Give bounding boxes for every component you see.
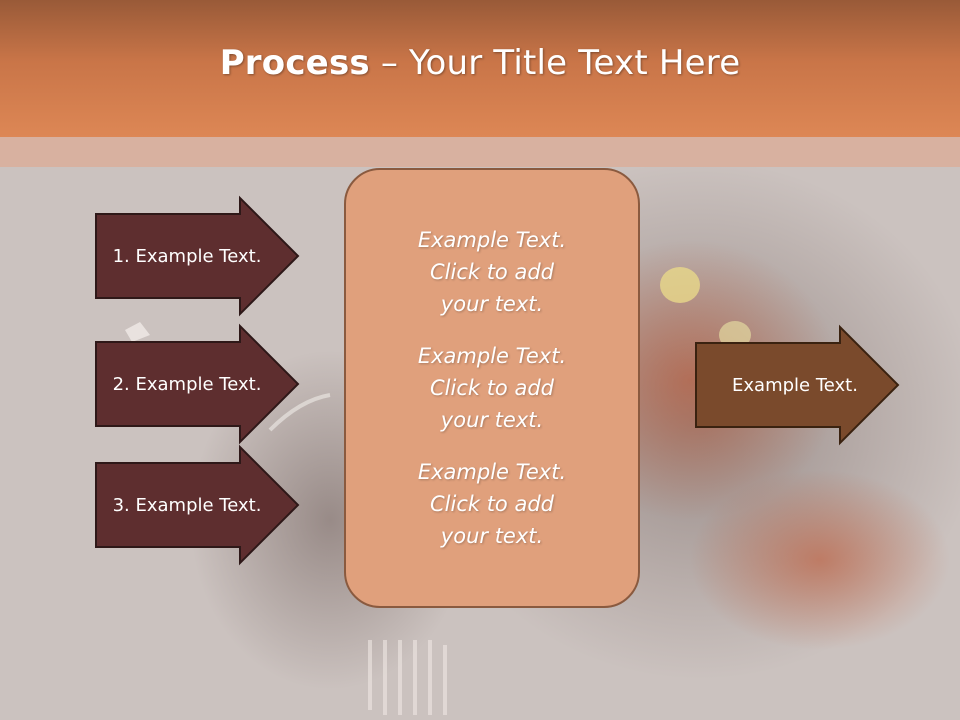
center-text-line: Example Text. (417, 344, 567, 368)
left-arrow-3-label: 3. Example Text. (112, 494, 262, 516)
right-arrow-label: Example Text. (732, 374, 858, 396)
header-band (0, 137, 960, 167)
center-text-line: Example Text. (417, 228, 567, 252)
left-arrow-1[interactable] (95, 195, 300, 317)
center-text-block: Example Text. Click to add your text. (418, 224, 566, 320)
right-arrow[interactable] (695, 324, 900, 446)
title-rest-text: – Your Title Text Here (369, 42, 741, 83)
left-arrow-1-label: 1. Example Text. (112, 245, 262, 267)
center-text-box[interactable]: Example Text. Click to add your text. Ex… (344, 168, 640, 608)
page-title[interactable]: Process – Your Title Text Here (220, 43, 741, 83)
left-arrow-2[interactable] (95, 323, 300, 445)
center-text-block: Example Text. Click to add your text. (418, 340, 566, 436)
title-bold-text: Process (219, 42, 370, 83)
center-text-line: your text. (440, 524, 544, 548)
title-bar: Process – Your Title Text Here (0, 0, 960, 137)
center-text-line: Example Text. (417, 460, 567, 484)
left-arrow-3[interactable] (95, 444, 300, 566)
center-text-line: Click to add (429, 376, 554, 400)
center-text-line: Click to add (429, 260, 554, 284)
center-text-block: Example Text. Click to add your text. (418, 456, 566, 552)
center-text-line: your text. (440, 408, 544, 432)
center-text-line: your text. (440, 292, 544, 316)
center-text-line: Click to add (429, 492, 554, 516)
left-arrow-2-label: 2. Example Text. (112, 373, 262, 395)
